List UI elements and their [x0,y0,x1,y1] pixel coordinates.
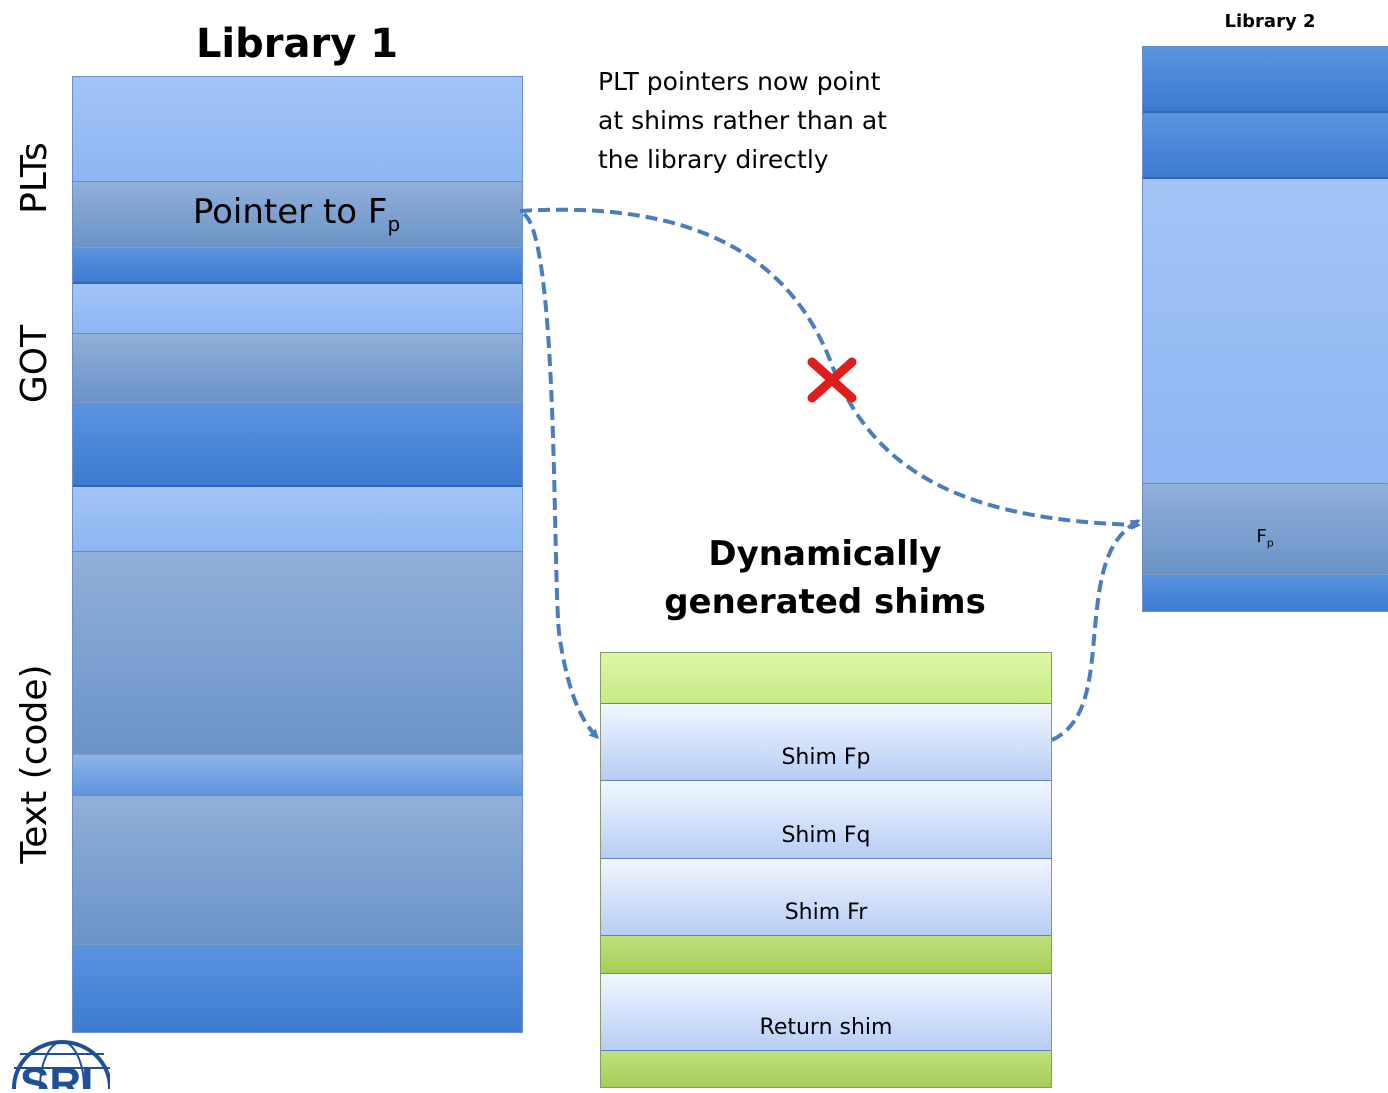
got-slot [73,333,522,403]
shims-title-line-1: Dynamically [708,534,942,574]
original-pointer-arrow [519,207,1141,530]
lib2-fp-label: Fp [1142,526,1388,550]
note-line-3: the library directly [598,145,829,174]
fp-text: F [1256,526,1267,547]
shims-title-line-2: generated shims [664,582,986,622]
got-region-top [73,284,522,333]
pointer-to-shim-arrow [522,212,600,740]
library2-memory-block [1142,46,1388,612]
return-shim-cell: Return shim [601,973,1051,1051]
text-region-top [73,487,522,551]
pointer-to-fp-label: Pointer to Fp [72,190,521,246]
return-shim-label: Return shim [759,1015,893,1040]
note-line-2: at shims rather than at [598,106,887,135]
note-line-1: PLT pointers now point [598,67,881,96]
plt-region-top [73,77,522,181]
shim-region-bottom [601,1051,1051,1087]
shim-fp-cell: Shim Fp [601,703,1051,781]
annotation-note: PLT pointers now point at shims rather t… [598,62,1018,179]
shim-region-middle [601,936,1051,973]
lib2-region-2 [1143,113,1388,179]
blocked-cross-icon [807,357,857,403]
library1-title: Library 1 [195,21,399,67]
shim-fr-label: Shim Fr [784,900,868,925]
got-region-bottom [73,403,522,487]
shim-fp-label: Shim Fp [781,745,871,770]
shims-memory-block: Shim Fp Shim Fq Shim Fr Return shim [600,652,1052,1088]
plt-region-bottom [73,248,522,284]
fp-subscript: p [1266,536,1274,550]
lib2-fp-slot [1143,483,1388,575]
shims-title: Dynamically generated shims [600,530,1050,626]
shim-fq-label: Shim Fq [781,823,871,848]
library2-title: Library 2 [1224,11,1316,32]
plt-pointer-slot [73,181,522,248]
text-code-slot-1 [73,551,522,755]
pointer-subscript: p [387,211,401,236]
text-region-bottom [73,945,522,1032]
lib2-region-3 [1143,179,1388,483]
shim-region-top [601,653,1051,703]
sri-logo: SRI [0,1028,112,1093]
shim-to-library2-arrow [1051,519,1141,742]
lib2-region-bottom [1143,575,1388,611]
lib2-region-1 [1143,47,1388,113]
pointer-text: Pointer to F [192,192,388,232]
logo-text: SRI [20,1059,93,1089]
shim-fq-cell: Shim Fq [601,780,1051,859]
shim-fr-cell: Shim Fr [601,858,1051,936]
library1-memory-block [72,76,523,1033]
text-code-slot-2 [73,795,522,945]
sri-logo-icon: SRI [12,1040,112,1093]
text-code-gap [73,755,522,795]
